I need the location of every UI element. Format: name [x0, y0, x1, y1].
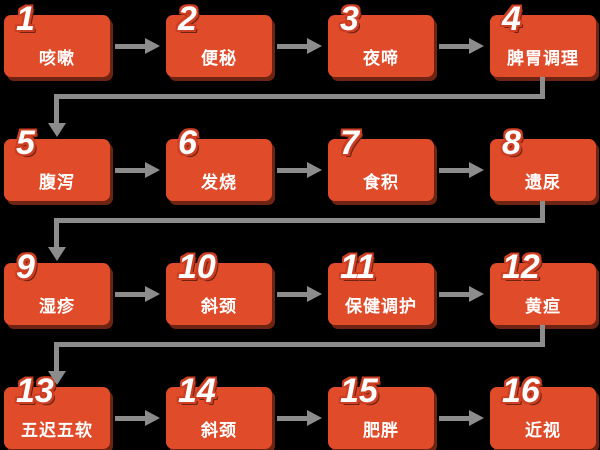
- arrow-down-icon: [48, 371, 66, 385]
- flow-node: 3 夜啼: [328, 0, 434, 77]
- node-number: 11: [340, 248, 376, 286]
- arrow-right-icon: [276, 162, 322, 178]
- arrow-head: [145, 162, 160, 178]
- arrow-right-icon: [276, 410, 322, 426]
- node-number: 12: [502, 248, 540, 286]
- arrow-shaft: [277, 168, 307, 173]
- node-number: 5: [16, 124, 35, 162]
- connector-segment: [54, 342, 59, 372]
- arrow-head: [145, 38, 160, 54]
- arrow-shaft: [439, 44, 469, 49]
- arrow-shaft: [115, 292, 145, 297]
- node-label: 近视: [525, 421, 561, 440]
- arrow-shaft: [115, 44, 145, 49]
- connector-segment: [540, 77, 545, 99]
- node-number: 15: [340, 372, 378, 410]
- node-label: 食积: [363, 173, 399, 192]
- arrow-right-icon: [114, 162, 160, 178]
- arrow-down-icon: [48, 247, 66, 261]
- arrow-right-icon: [438, 38, 484, 54]
- arrow-right-icon: [114, 286, 160, 302]
- arrow-right-icon: [114, 410, 160, 426]
- connector-segment: [54, 342, 545, 347]
- flow-node: 5 腹泻: [4, 124, 110, 201]
- row-wrap-connector: [0, 325, 600, 387]
- flow-node: 15 肥胖: [328, 372, 434, 449]
- node-label: 脾胃调理: [507, 49, 579, 68]
- node-number: 9: [16, 248, 35, 286]
- flow-node: 11 保健调护: [328, 248, 434, 325]
- flow-node: 7 食积: [328, 124, 434, 201]
- arrow-head: [307, 162, 322, 178]
- arrow-head: [307, 410, 322, 426]
- node-label: 咳嗽: [39, 49, 75, 68]
- node-number: 2: [178, 0, 197, 38]
- node-label: 肥胖: [363, 421, 399, 440]
- flow-node: 1 咳嗽: [4, 0, 110, 77]
- node-number: 4: [502, 0, 521, 38]
- node-label: 斜颈: [201, 297, 237, 316]
- arrow-right-icon: [438, 286, 484, 302]
- arrow-head: [307, 38, 322, 54]
- connector-segment: [54, 218, 59, 248]
- node-number: 8: [502, 124, 521, 162]
- connector-segment: [540, 201, 545, 223]
- node-number: 7: [340, 124, 359, 162]
- node-number: 13: [16, 372, 54, 410]
- arrow-shaft: [439, 168, 469, 173]
- flow-node: 4 脾胃调理: [490, 0, 596, 77]
- arrow-head: [145, 410, 160, 426]
- arrow-head: [469, 38, 484, 54]
- arrow-shaft: [439, 416, 469, 421]
- node-label: 湿疹: [39, 297, 75, 316]
- flow-node: 2 便秘: [166, 0, 272, 77]
- arrow-right-icon: [438, 162, 484, 178]
- flow-node: 14 斜颈: [166, 372, 272, 449]
- arrow-shaft: [277, 44, 307, 49]
- node-label: 发烧: [201, 173, 237, 192]
- arrow-shaft: [277, 292, 307, 297]
- flow-node: 10 斜颈: [166, 248, 272, 325]
- node-label: 夜啼: [363, 49, 399, 68]
- node-number: 3: [340, 0, 359, 38]
- arrow-head: [469, 286, 484, 302]
- node-number: 1: [16, 0, 35, 38]
- arrow-head: [469, 410, 484, 426]
- node-label: 黄疸: [525, 297, 561, 316]
- arrow-right-icon: [276, 38, 322, 54]
- connector-segment: [54, 218, 545, 223]
- flow-node: 8 遗尿: [490, 124, 596, 201]
- flow-node: 16 近视: [490, 372, 596, 449]
- arrow-right-icon: [276, 286, 322, 302]
- connector-segment: [54, 94, 59, 124]
- flow-node: 6 发烧: [166, 124, 272, 201]
- connector-segment: [540, 325, 545, 347]
- arrow-head: [469, 162, 484, 178]
- node-label: 保健调护: [345, 297, 417, 316]
- arrow-down-icon: [48, 123, 66, 137]
- arrow-shaft: [277, 416, 307, 421]
- node-label: 斜颈: [201, 421, 237, 440]
- node-label: 五迟五软: [21, 421, 93, 440]
- flow-node: 12 黄疸: [490, 248, 596, 325]
- node-number: 6: [178, 124, 197, 162]
- arrow-right-icon: [438, 410, 484, 426]
- node-label: 腹泻: [39, 173, 75, 192]
- arrow-head: [307, 286, 322, 302]
- node-label: 便秘: [201, 49, 237, 68]
- node-number: 14: [178, 372, 216, 410]
- node-label: 遗尿: [525, 173, 561, 192]
- arrow-shaft: [115, 168, 145, 173]
- arrow-shaft: [439, 292, 469, 297]
- node-number: 16: [502, 372, 540, 410]
- arrow-shaft: [115, 416, 145, 421]
- arrow-right-icon: [114, 38, 160, 54]
- arrow-head: [145, 286, 160, 302]
- flow-node: 9 湿疹: [4, 248, 110, 325]
- row-wrap-connector: [0, 201, 600, 263]
- node-number: 10: [178, 248, 216, 286]
- connector-segment: [54, 94, 545, 99]
- flow-node: 13 五迟五软: [4, 372, 110, 449]
- row-wrap-connector: [0, 77, 600, 139]
